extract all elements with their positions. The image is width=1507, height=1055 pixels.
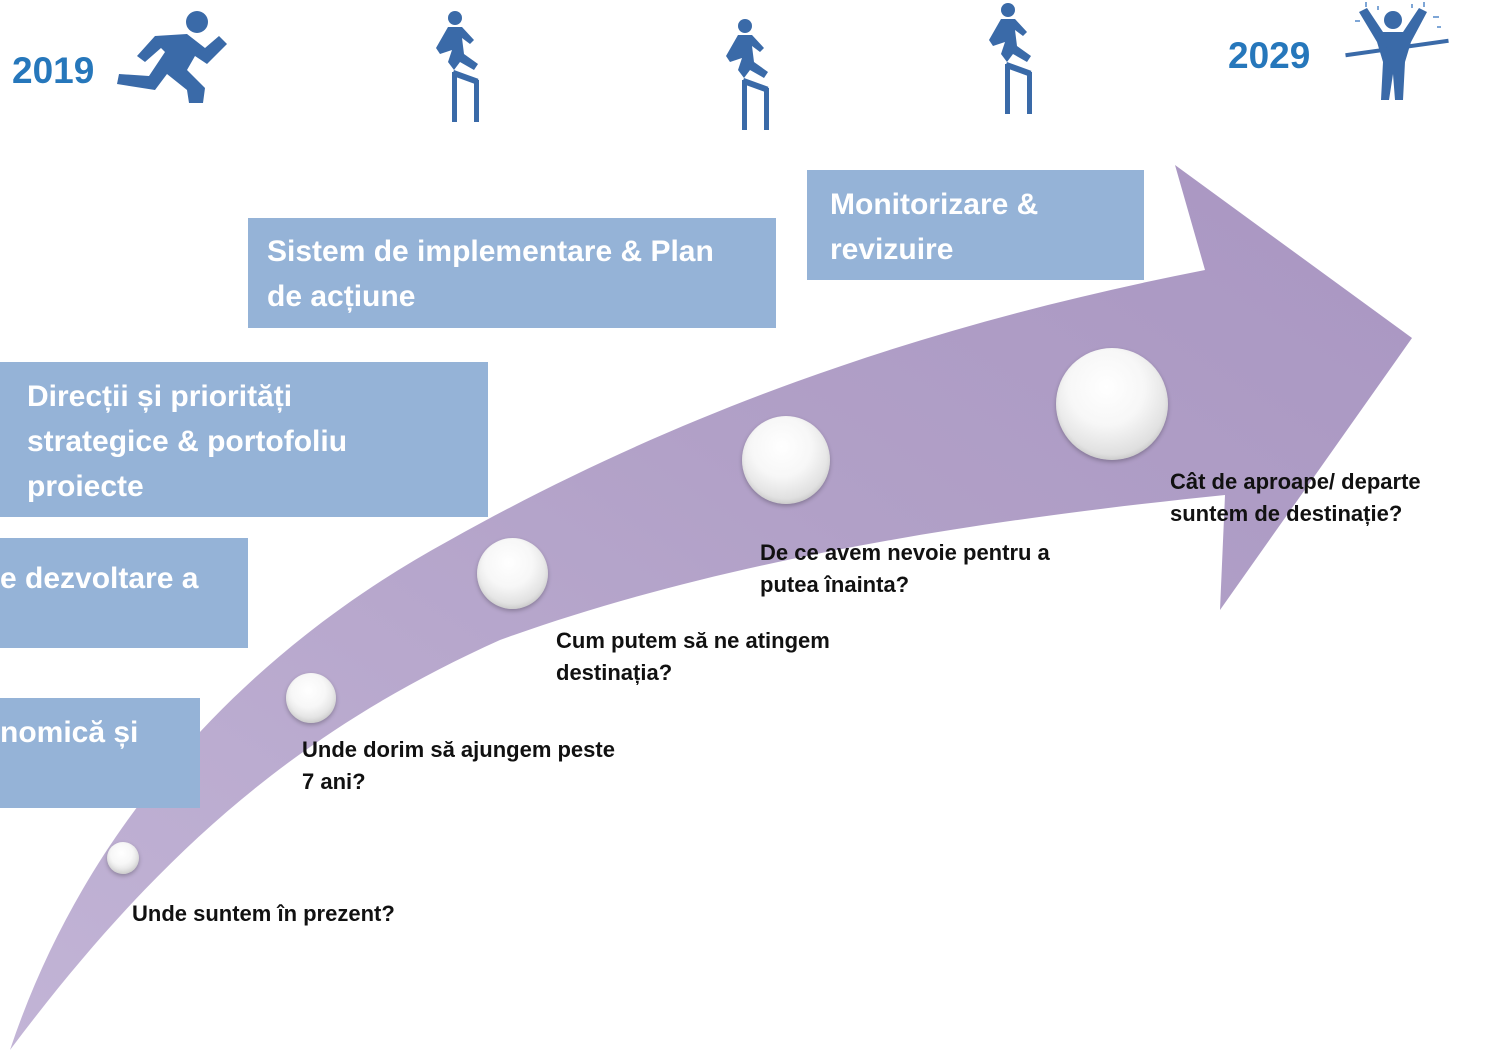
- step-box-4: Sistem de implementare & Plan de acțiune: [248, 218, 776, 328]
- hurdler-icon: [726, 19, 769, 130]
- milestone-dot-3: [477, 538, 548, 609]
- step-box-2: e dezvoltare a: [0, 538, 248, 648]
- step-box-1: nomică și: [0, 698, 200, 808]
- milestone-dot-5: [1056, 348, 1168, 460]
- step-question-2: Unde dorim să ajungem peste 7 ani?: [302, 737, 615, 794]
- step-question-3: Cum putem să ne atingem destinația?: [556, 628, 830, 685]
- hurdler-icon: [989, 3, 1032, 114]
- milestone-dot-4: [742, 416, 830, 504]
- step-box-1-label: nomică și: [0, 716, 139, 749]
- step-box-5: Monitorizare & revizuire: [807, 170, 1144, 280]
- step-question-1: Unde suntem în prezent?: [132, 901, 395, 926]
- step-box-4-label: Sistem de implementare & Plan de acțiune: [267, 235, 714, 313]
- step-box-3: Direcții și priorități strategice & port…: [0, 362, 488, 517]
- runner-start-icon: [117, 11, 227, 103]
- milestone-dot-1: [107, 842, 139, 874]
- finish-line-icon: [1345, 2, 1449, 100]
- step-box-3-label: Direcții și priorități strategice & port…: [27, 380, 348, 503]
- step-question-5: Cât de aproape/ departe suntem de destin…: [1170, 469, 1421, 526]
- hurdler-icon: [436, 11, 479, 122]
- step-box-2-label: e dezvoltare a: [0, 562, 199, 595]
- year-end: 2029: [1228, 35, 1311, 76]
- step-box-5-label: Monitorizare & revizuire: [830, 188, 1039, 266]
- milestone-dot-2: [286, 673, 336, 723]
- year-start: 2019: [12, 50, 95, 91]
- step-question-4: De ce avem nevoie pentru a putea înainta…: [760, 540, 1050, 597]
